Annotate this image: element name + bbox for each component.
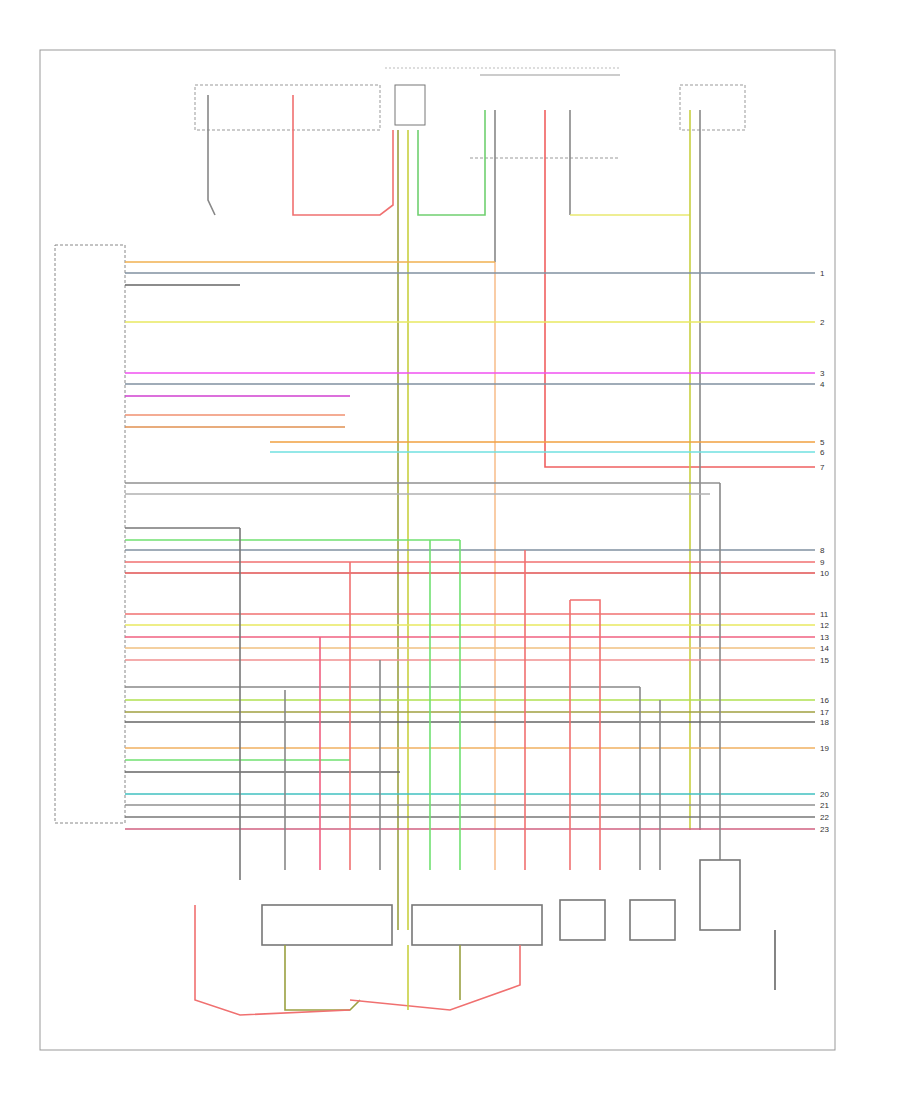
pin-number: 22 [819,813,830,822]
pin-number: 17 [819,708,830,717]
pin-number: 8 [819,546,825,555]
pin-number: 18 [819,718,830,727]
pin-number: 16 [819,696,830,705]
pin-number: 15 [819,656,830,665]
pin-number: 10 [819,569,830,578]
pin-number: 14 [819,644,830,653]
pin-number: 20 [819,790,830,799]
pin-number: 23 [819,825,830,834]
pin-number: 11 [819,610,829,619]
pin-number: 6 [819,448,825,457]
pin-number: 9 [819,558,825,567]
pin-number: 4 [819,380,825,389]
pin-number: 7 [819,463,825,472]
pin-number: 13 [819,633,830,642]
pin-number: 12 [819,621,830,630]
pin-number: 3 [819,369,825,378]
pin-number: 5 [819,438,825,447]
pin-number: 2 [819,318,825,327]
pin-number: 1 [819,269,825,278]
pin-number: 21 [819,801,830,810]
pin-number: 19 [819,744,830,753]
